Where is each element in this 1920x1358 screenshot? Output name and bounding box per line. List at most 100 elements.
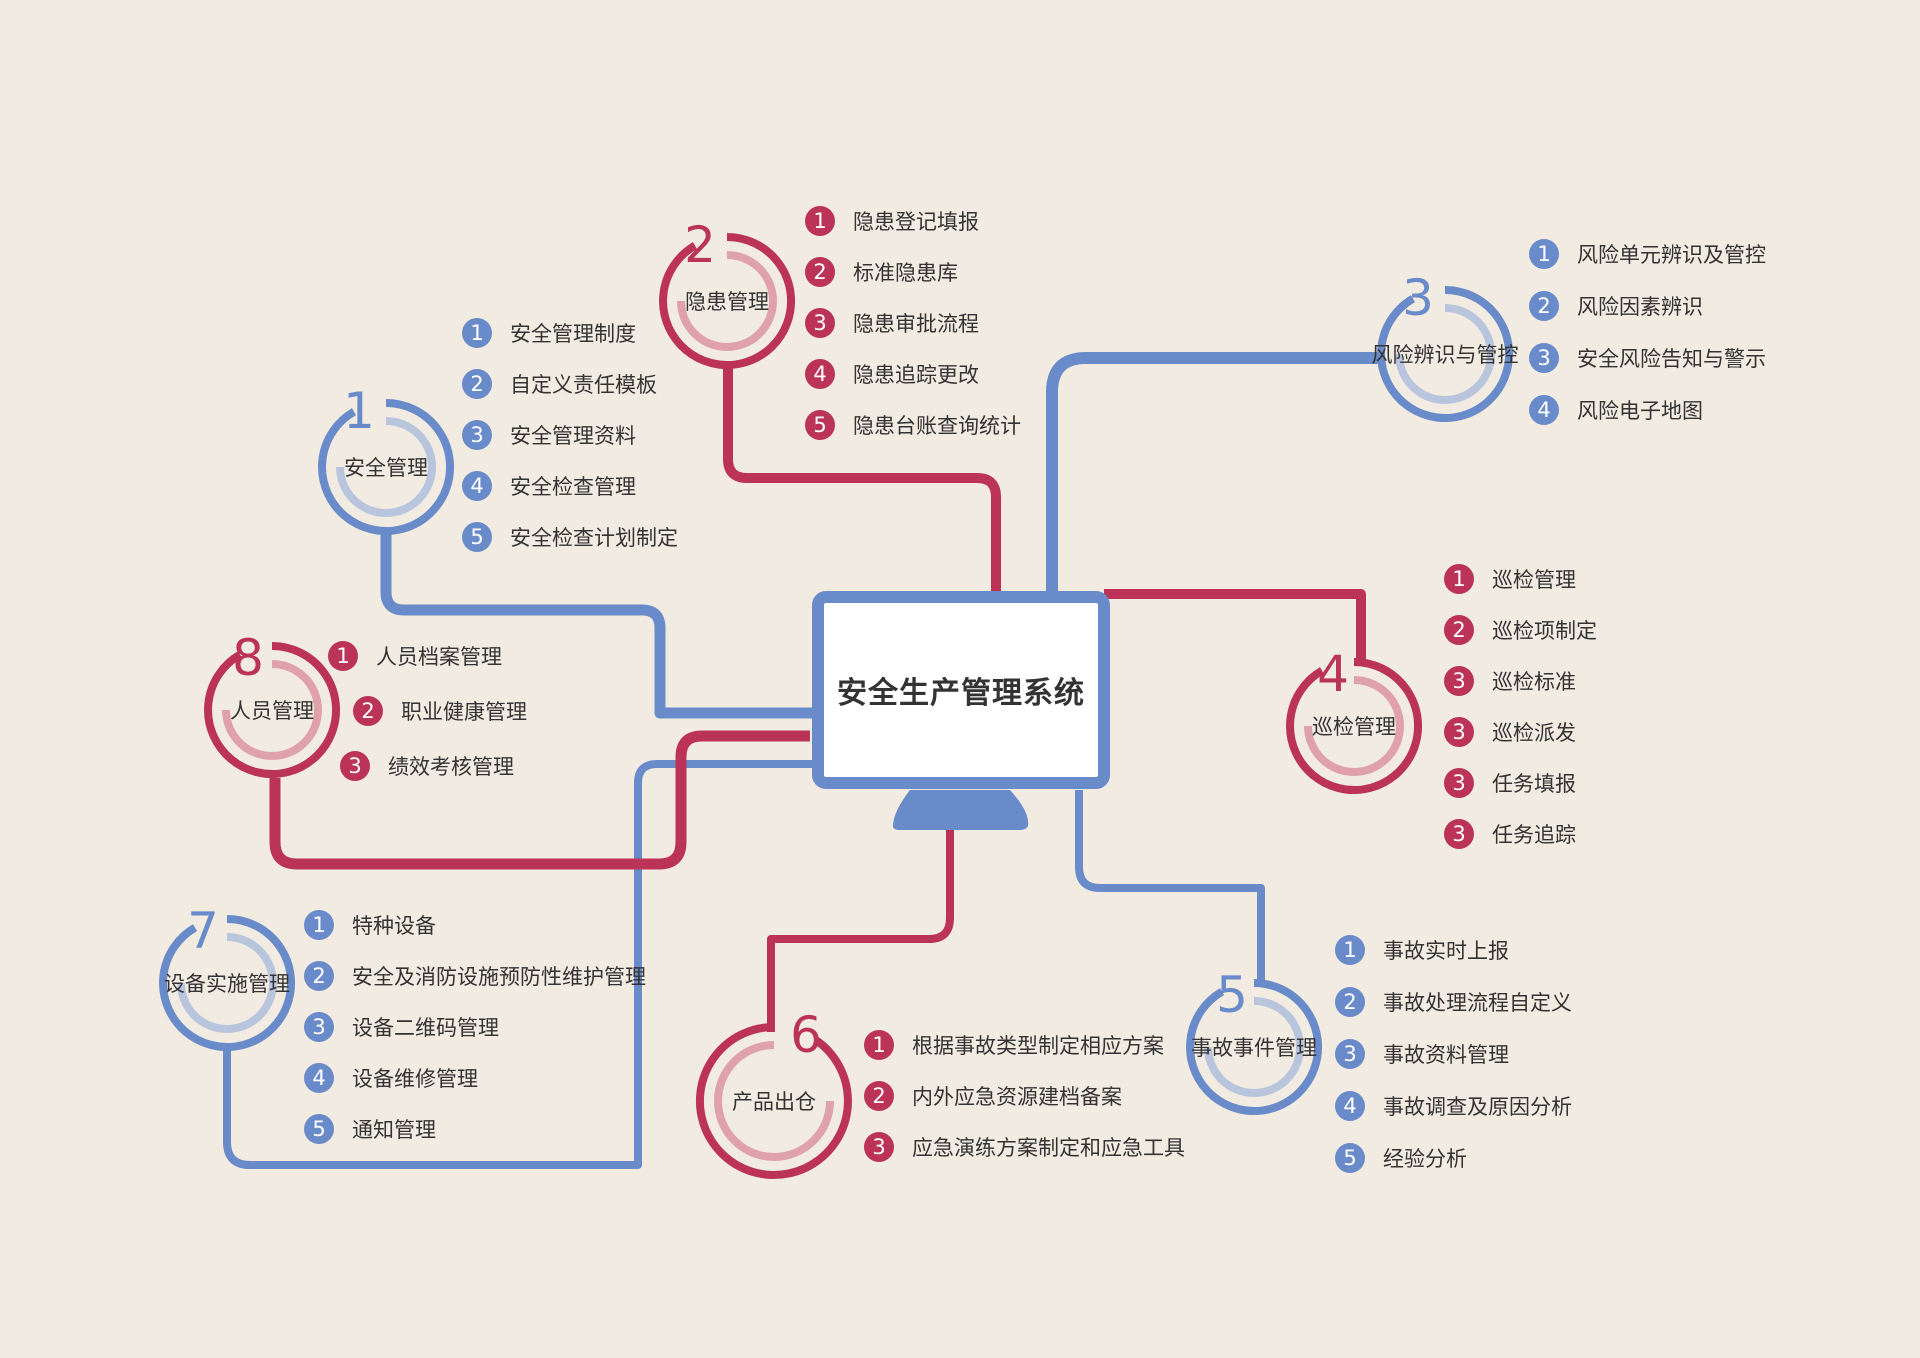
node-4-outer-ring [1286,658,1423,794]
node-7-label[interactable]: 设备实施管理 [164,972,290,996]
connector-3 [1046,352,1384,591]
node-4-label[interactable]: 巡检管理 [1312,715,1396,739]
connector-6 [767,830,954,1032]
list-item-label: 事故处理流程自定义 [1383,991,1572,1015]
list-item-label: 绩效考核管理 [388,755,514,779]
number-badge-icon: 3 [1444,666,1474,696]
central-monitor[interactable]: 安全生产管理系统 [812,591,1110,789]
node-5-label[interactable]: 事故事件管理 [1191,1036,1317,1060]
node-6-label[interactable]: 产品出仓 [732,1090,816,1114]
number-badge-icon: 1 [864,1030,894,1060]
number-badge-icon: 3 [805,308,835,338]
node-3-inner-arc [1395,304,1495,404]
node-6-number: 6 [790,1006,822,1064]
number-badge-icon: 3 [1529,343,1559,373]
list-item[interactable]: 3 隐患审批流程 [805,308,979,338]
list-item-label: 风险单元辨识及管控 [1577,243,1766,267]
list-item-label: 隐患审批流程 [853,312,979,336]
list-item-label: 巡检派发 [1492,721,1576,745]
list-item[interactable]: 1 根据事故类型制定相应方案 [864,1030,1164,1060]
list-item[interactable]: 5 通知管理 [304,1114,436,1144]
list-item-label: 设备维修管理 [352,1067,478,1091]
list-item-label: 任务填报 [1492,772,1576,796]
number-badge-icon: 4 [805,359,835,389]
number-badge-icon: 2 [1444,615,1474,645]
node-3-outer-ring [1377,286,1514,422]
node-1-number: 1 [343,382,375,440]
node-1-inner-arc [336,417,436,517]
list-item-label: 通知管理 [352,1118,436,1142]
number-badge-icon: 1 [304,910,334,940]
central-title: 安全生产管理系统 [837,676,1085,711]
number-badge-icon: 1 [1444,564,1474,594]
connector-2 [723,365,1001,591]
list-item-label: 安全管理制度 [510,322,636,346]
node-8-label[interactable]: 人员管理 [230,699,314,723]
list-item[interactable]: 4 风险电子地图 [1529,395,1703,425]
list-item-label: 风险因素辨识 [1577,295,1703,319]
connector-8 [269,730,810,870]
connector-1 [380,531,812,719]
number-badge-icon: 4 [1529,395,1559,425]
list-item-label: 特种设备 [352,914,436,938]
list-item-label: 巡检项制定 [1492,619,1597,643]
node-8-inner-arc [222,660,322,760]
number-badge-icon: 3 [1335,1039,1365,1069]
list-item[interactable]: 2 风险因素辨识 [1529,291,1703,321]
number-badge-icon: 5 [1335,1143,1365,1173]
number-badge-icon: 3 [304,1012,334,1042]
connector-5 [1075,790,1265,983]
connector-4 [1104,589,1366,662]
number-badge-icon: 4 [462,471,492,501]
number-badge-icon: 2 [1529,291,1559,321]
list-item[interactable]: 2 巡检项制定 [1444,615,1597,645]
node-5-outer-ring [1186,979,1323,1115]
list-item-label: 安全及消防设施预防性维护管理 [352,965,646,989]
number-badge-icon: 5 [304,1114,334,1144]
list-item-label: 根据事故类型制定相应方案 [912,1034,1164,1058]
node-3-label[interactable]: 风险辨识与管控 [1371,343,1519,367]
node-4-number: 4 [1317,645,1349,703]
number-badge-icon: 2 [864,1081,894,1111]
node-2-label[interactable]: 隐患管理 [685,290,769,314]
node-1-label[interactable]: 安全管理 [344,456,428,480]
node-2-inner-arc [677,251,777,351]
list-item[interactable]: 1 特种设备 [304,910,436,940]
number-badge-icon: 5 [462,522,492,552]
list-item-label: 风险电子地图 [1577,399,1703,423]
node-6-inner-arc [714,1041,834,1161]
list-item-label: 安全检查计划制定 [510,526,678,550]
connector-7 [223,760,812,1169]
node-1-outer-ring [318,399,455,535]
list-item[interactable]: 5 安全检查计划制定 [462,522,678,552]
